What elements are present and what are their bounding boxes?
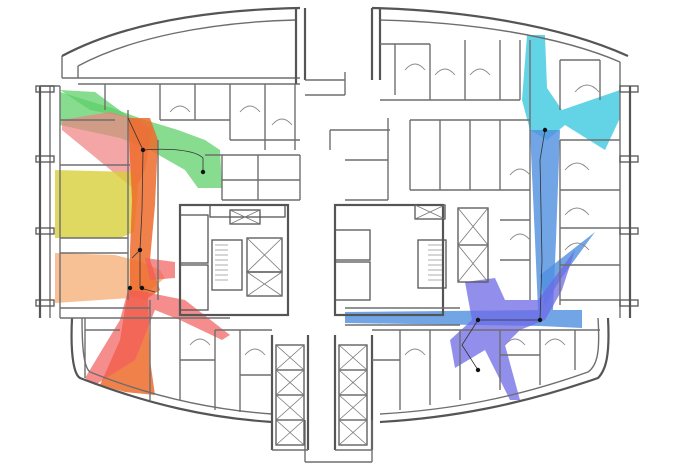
- node-right-top: [542, 127, 548, 133]
- node-right-bottom: [537, 317, 543, 323]
- node-left-bottom: [139, 285, 145, 291]
- node-left-mid: [137, 247, 143, 253]
- building-envelope: [35, 6, 639, 463]
- viewshed-red-mid: [145, 258, 175, 280]
- left-stairs: [215, 244, 228, 281]
- viewshed-purple: [450, 250, 575, 400]
- viewshed-green-upper: [60, 90, 130, 118]
- left-wing-walls: [59, 84, 301, 412]
- viewshed-layer: [55, 35, 620, 400]
- right-piers: [619, 85, 639, 307]
- viewshed-cyan: [522, 35, 620, 150]
- central-core: [178, 203, 489, 446]
- right-wing-walls: [305, 40, 620, 410]
- node-purple-b: [475, 367, 481, 373]
- viewshed-blue-spine: [530, 130, 560, 310]
- right-stairs: [428, 244, 442, 281]
- node-left-corner: [127, 285, 133, 291]
- viewshed-yellow: [55, 170, 138, 238]
- node-purple-a: [475, 317, 481, 323]
- bottom-shaft-right: [338, 344, 368, 446]
- node-left-top: [140, 147, 146, 153]
- viewshed-red: [85, 290, 230, 385]
- path-network: [127, 117, 548, 373]
- left-piers: [35, 85, 55, 307]
- node-green: [200, 169, 206, 175]
- bottom-shaft-left: [275, 344, 305, 446]
